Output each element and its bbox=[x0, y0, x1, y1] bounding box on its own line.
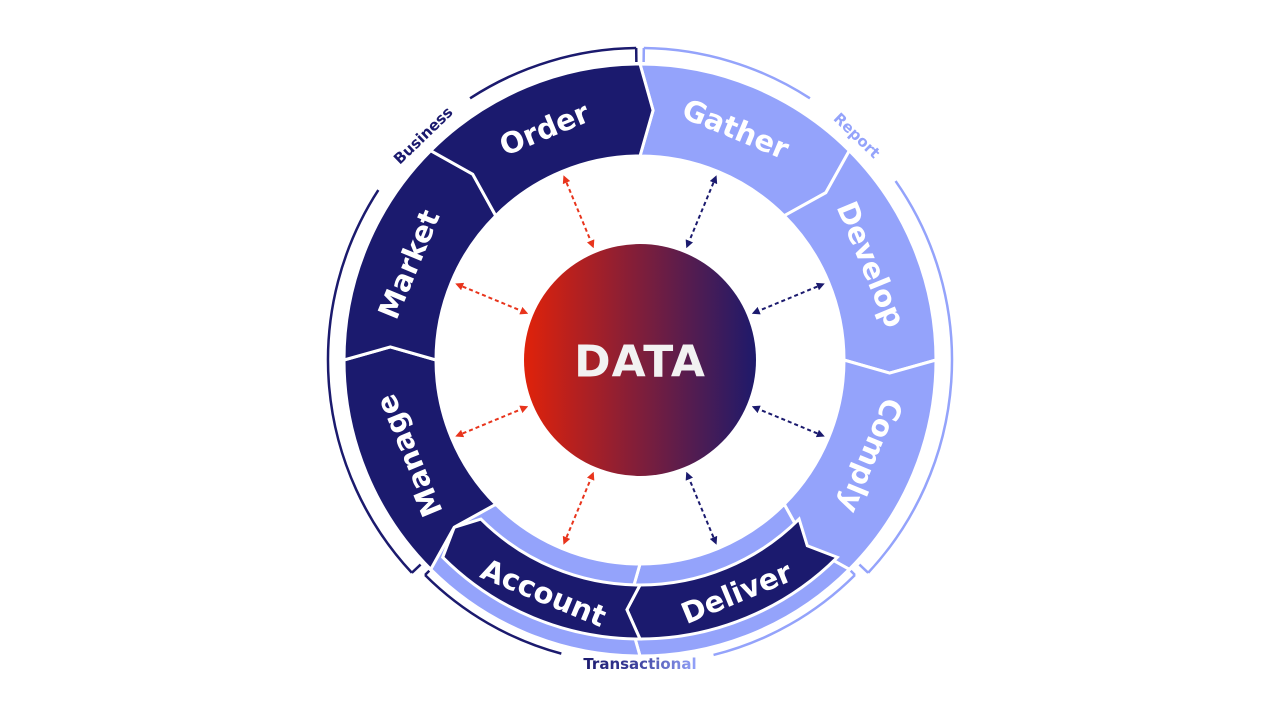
center-label: DATA bbox=[574, 337, 706, 388]
segment-order bbox=[428, 62, 655, 219]
report-tick-bottom bbox=[858, 563, 870, 574]
arrow-deliver bbox=[685, 471, 718, 545]
group-brackets bbox=[326, 46, 954, 657]
center-circle bbox=[524, 244, 756, 476]
transactional-arc-left bbox=[424, 574, 562, 655]
arrow-manage bbox=[455, 405, 529, 438]
report-arc-lower bbox=[867, 180, 954, 574]
segment-ring bbox=[342, 62, 938, 658]
arrow-comply bbox=[751, 405, 825, 438]
group-label-transactional: Transactional bbox=[583, 655, 696, 673]
arrow-order bbox=[562, 175, 595, 249]
transactional-tick-left bbox=[424, 569, 431, 576]
arrow-gather bbox=[685, 175, 718, 249]
arrow-market bbox=[455, 282, 529, 315]
report-arc-upper bbox=[643, 46, 811, 100]
arrow-account bbox=[562, 471, 595, 545]
business-arc-upper bbox=[469, 46, 637, 100]
arrow-develop bbox=[751, 282, 825, 315]
business-tick-bottom bbox=[410, 563, 422, 574]
arrows bbox=[455, 175, 825, 545]
segment-band-account bbox=[440, 517, 643, 641]
transactional-tick-right bbox=[849, 569, 856, 576]
transactional-arc-right bbox=[713, 574, 856, 657]
business-arc-lower bbox=[326, 189, 413, 574]
